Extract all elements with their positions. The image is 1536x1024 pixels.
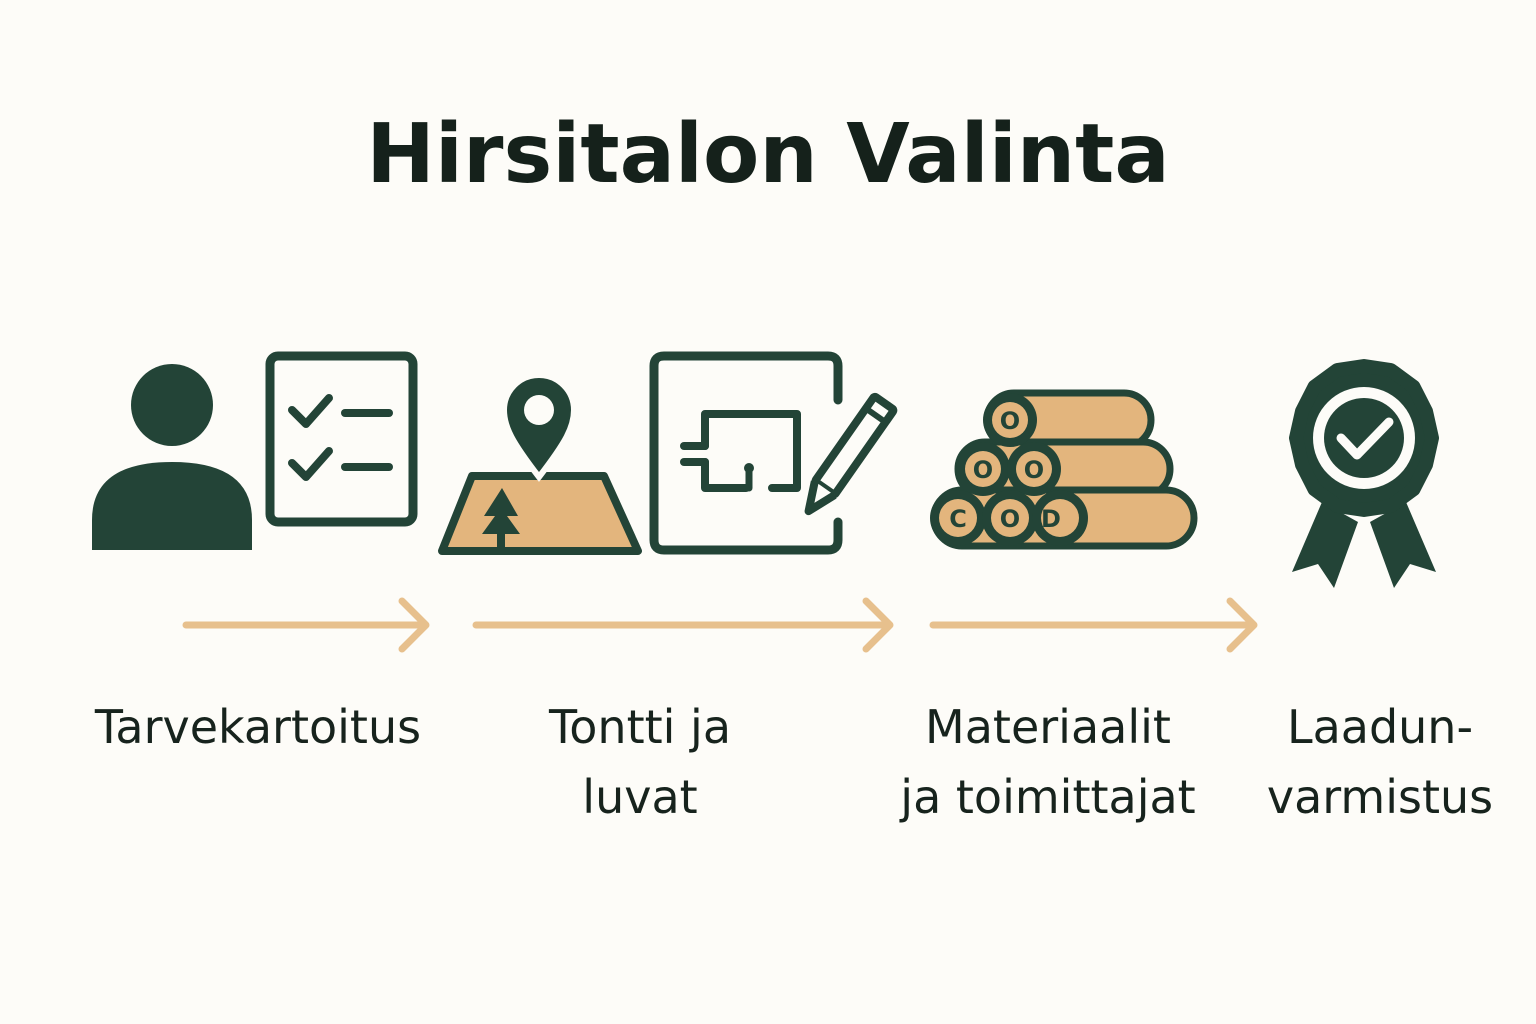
arrow-right-1 (182, 597, 430, 653)
log-mark: C (949, 505, 967, 533)
quality-badge-icon (1289, 359, 1439, 588)
step-label-tarvekartoitus: Tarvekartoitus (58, 692, 458, 762)
arrow-right-3 (929, 597, 1258, 653)
step-label-tontti-ja-luvat: Tontti ja luvat (470, 692, 810, 832)
step-label-line: Laadun- (1286, 700, 1474, 754)
log-mark: O (1000, 505, 1020, 533)
log-mark: D (1041, 505, 1061, 533)
log-mark: O (973, 456, 993, 484)
step-label-line: ja toimittajat (900, 770, 1196, 824)
step-label-line: Tarvekartoitus (94, 700, 422, 754)
log-mark: O (1024, 456, 1044, 484)
log-mark: O (1000, 407, 1020, 435)
step-label-materiaalit: Materiaalit ja toimittajat (858, 692, 1238, 832)
log-stack-icon: O O O C O D (930, 389, 1198, 550)
step-label-line: luvat (582, 770, 698, 824)
checklist-icon (265, 351, 418, 527)
map-pin-plot-icon (438, 372, 642, 555)
diagram-title: Hirsitalon Valinta (366, 107, 1170, 202)
step-label-laadunvarmistus: Laadun- varmistus (1230, 692, 1530, 832)
floor-plan-pencil-icon (649, 351, 898, 555)
step-label-line: varmistus (1266, 770, 1494, 824)
person-icon (92, 364, 252, 550)
arrow-right-2 (472, 597, 894, 653)
step-label-line: Tontti ja (548, 700, 732, 754)
step-label-line: Materiaalit (925, 700, 1171, 754)
